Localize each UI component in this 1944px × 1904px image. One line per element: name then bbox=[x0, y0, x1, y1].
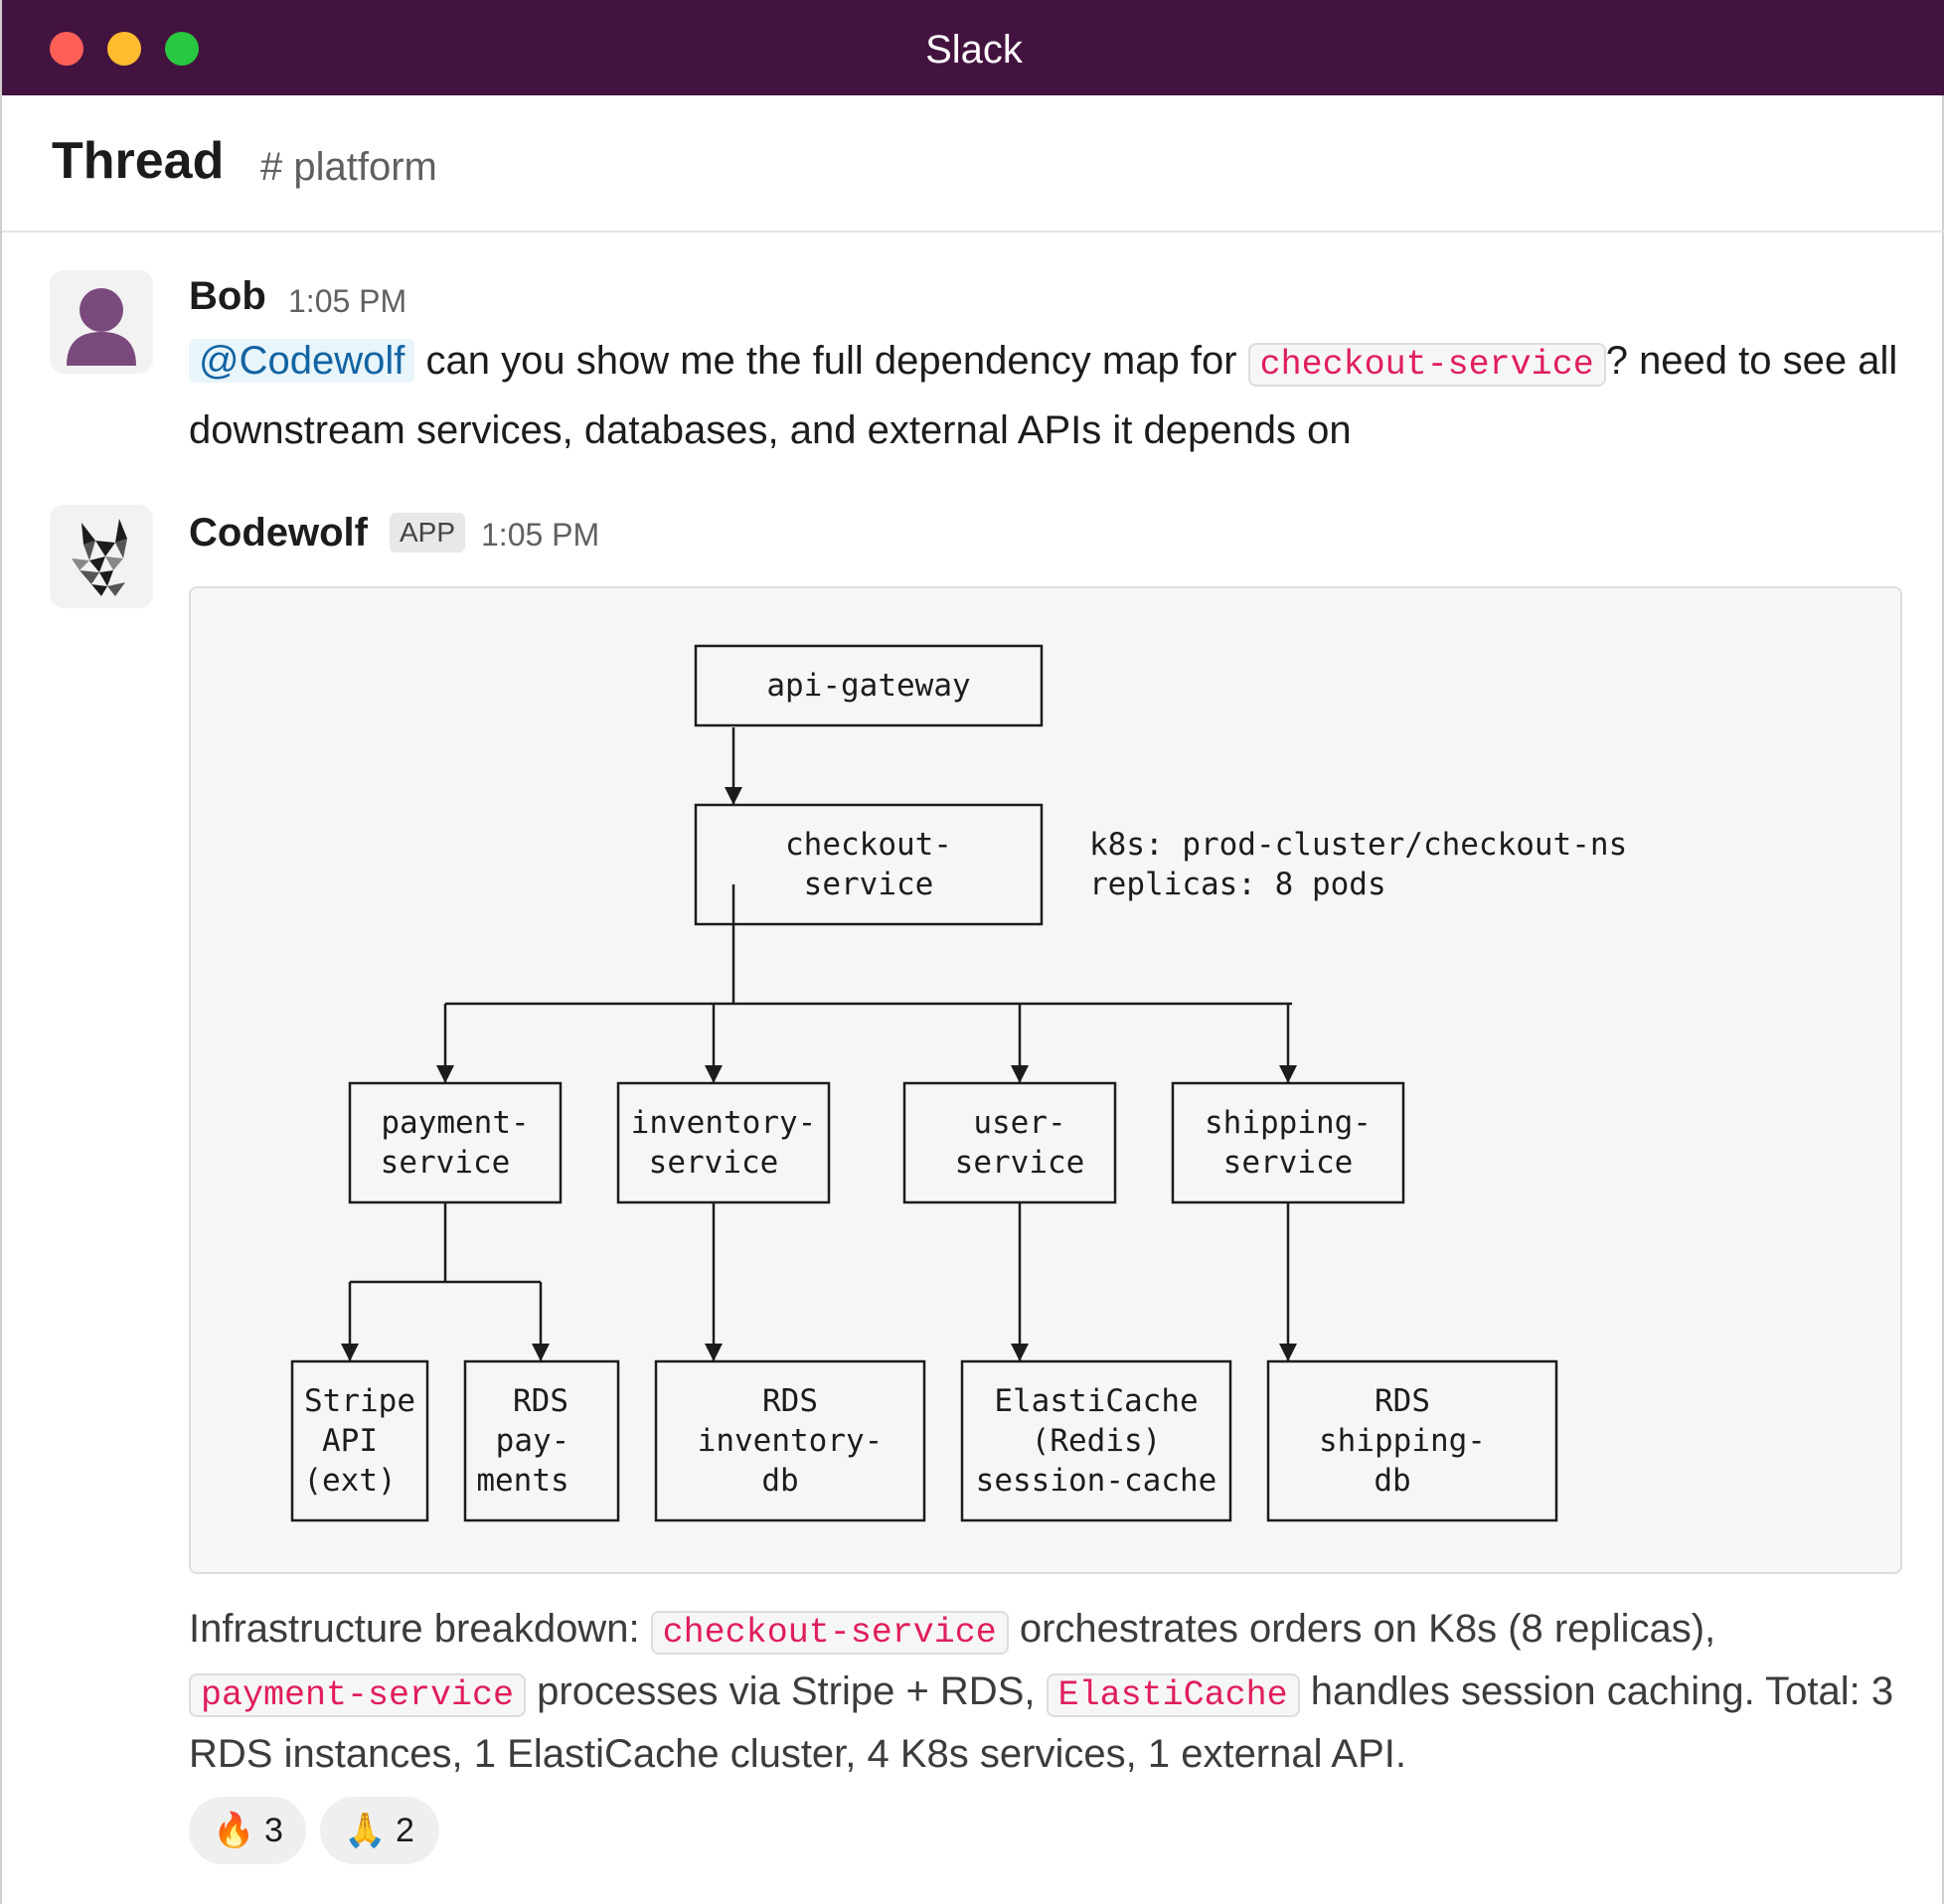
node-rds-inventory-db: inventory- bbox=[698, 1423, 884, 1459]
channel-link[interactable]: # platform bbox=[260, 145, 437, 189]
node-inventory-service: service bbox=[649, 1145, 779, 1181]
user-avatar-icon bbox=[67, 288, 136, 366]
wolf-logo-icon bbox=[72, 519, 127, 596]
node-payment-service: service bbox=[381, 1145, 511, 1181]
close-window-button[interactable] bbox=[50, 32, 83, 66]
thread-title: Thread bbox=[52, 132, 225, 190]
node-stripe-api: API bbox=[322, 1423, 378, 1459]
node-rds-shipping-db: db bbox=[1374, 1463, 1410, 1499]
node-elasticache: session-cache bbox=[976, 1463, 1217, 1499]
codewolf-avatar[interactable] bbox=[50, 505, 153, 608]
summary-segment: Infrastructure breakdown: bbox=[189, 1607, 651, 1651]
node-payment-service: payment- bbox=[381, 1105, 529, 1141]
reaction-pray[interactable]: 🙏 2 bbox=[320, 1797, 439, 1864]
app-badge: APP bbox=[390, 513, 466, 553]
node-stripe-api: Stripe bbox=[304, 1383, 415, 1419]
reaction-count: 3 bbox=[264, 1812, 283, 1849]
node-elasticache: (Redis) bbox=[1032, 1423, 1162, 1459]
praying-hands-emoji-icon: 🙏 bbox=[344, 1812, 387, 1849]
reaction-count: 2 bbox=[396, 1812, 414, 1849]
message-text: can you show me the full dependency map … bbox=[414, 339, 1248, 383]
node-rds-payments: pay- bbox=[496, 1423, 570, 1459]
node-user-service: user- bbox=[973, 1105, 1065, 1141]
maximize-window-button[interactable] bbox=[165, 32, 199, 66]
message-text: ? need to see all downstream services, d… bbox=[189, 339, 1898, 452]
inline-code: payment-service bbox=[189, 1673, 527, 1717]
code-block: api-gateway checkout- service payment- s… bbox=[189, 586, 1902, 1574]
minimize-window-button[interactable] bbox=[107, 32, 141, 66]
message-author[interactable]: Codewolf bbox=[189, 511, 368, 555]
app-title: Slack bbox=[925, 28, 1023, 72]
message-body: @Codewolf can you show me the full depen… bbox=[189, 328, 1898, 463]
node-rds-payments: RDS bbox=[513, 1383, 568, 1419]
inline-code: checkout-service bbox=[650, 1611, 1009, 1655]
node-rds-inventory-db: db bbox=[761, 1463, 798, 1499]
title-bar: Slack bbox=[2, 0, 1944, 95]
summary-text: Infrastructure breakdown: checkout-servi… bbox=[189, 1600, 1898, 1784]
inline-code: ElastiCache bbox=[1046, 1673, 1300, 1717]
summary-segment: orchestrates orders on K8s (8 replicas), bbox=[1008, 1607, 1716, 1651]
node-rds-shipping-db: shipping- bbox=[1319, 1423, 1486, 1459]
message-author[interactable]: Bob bbox=[189, 274, 266, 318]
summary-segment: handles session caching. Total: 3 RDS in… bbox=[189, 1669, 1894, 1776]
dependency-diagram: api-gateway checkout- service payment- s… bbox=[290, 644, 1627, 1522]
node-checkout-service: service bbox=[804, 867, 934, 902]
diagram-note: k8s: prod-cluster/checkout-ns bbox=[1089, 827, 1627, 863]
inline-code: checkout-service bbox=[1247, 343, 1606, 387]
node-user-service: service bbox=[955, 1145, 1085, 1181]
node-rds-inventory-db: RDS bbox=[762, 1383, 818, 1419]
reaction-fire[interactable]: 🔥 3 bbox=[189, 1797, 306, 1864]
node-rds-payments: ments bbox=[476, 1463, 568, 1499]
summary-segment: processes via Stripe + RDS, bbox=[526, 1669, 1047, 1713]
node-stripe-api: (ext) bbox=[303, 1463, 396, 1499]
message-timestamp[interactable]: 1:05 PM bbox=[288, 283, 407, 319]
node-checkout-service: checkout- bbox=[785, 827, 952, 863]
node-api-gateway: api-gateway bbox=[766, 668, 970, 704]
node-elasticache: ElastiCache bbox=[994, 1383, 1198, 1419]
bob-avatar[interactable] bbox=[50, 270, 153, 374]
user-mention[interactable]: @Codewolf bbox=[189, 339, 415, 383]
node-rds-shipping-db: RDS bbox=[1375, 1383, 1430, 1419]
node-shipping-service: shipping- bbox=[1205, 1105, 1372, 1141]
node-shipping-service: service bbox=[1223, 1145, 1354, 1181]
message-timestamp[interactable]: 1:05 PM bbox=[481, 517, 600, 553]
node-inventory-service: inventory- bbox=[631, 1105, 817, 1141]
thread-header: Thread # platform bbox=[2, 95, 1944, 233]
fire-emoji-icon: 🔥 bbox=[213, 1812, 255, 1849]
diagram-note: replicas: 8 pods bbox=[1089, 867, 1386, 902]
